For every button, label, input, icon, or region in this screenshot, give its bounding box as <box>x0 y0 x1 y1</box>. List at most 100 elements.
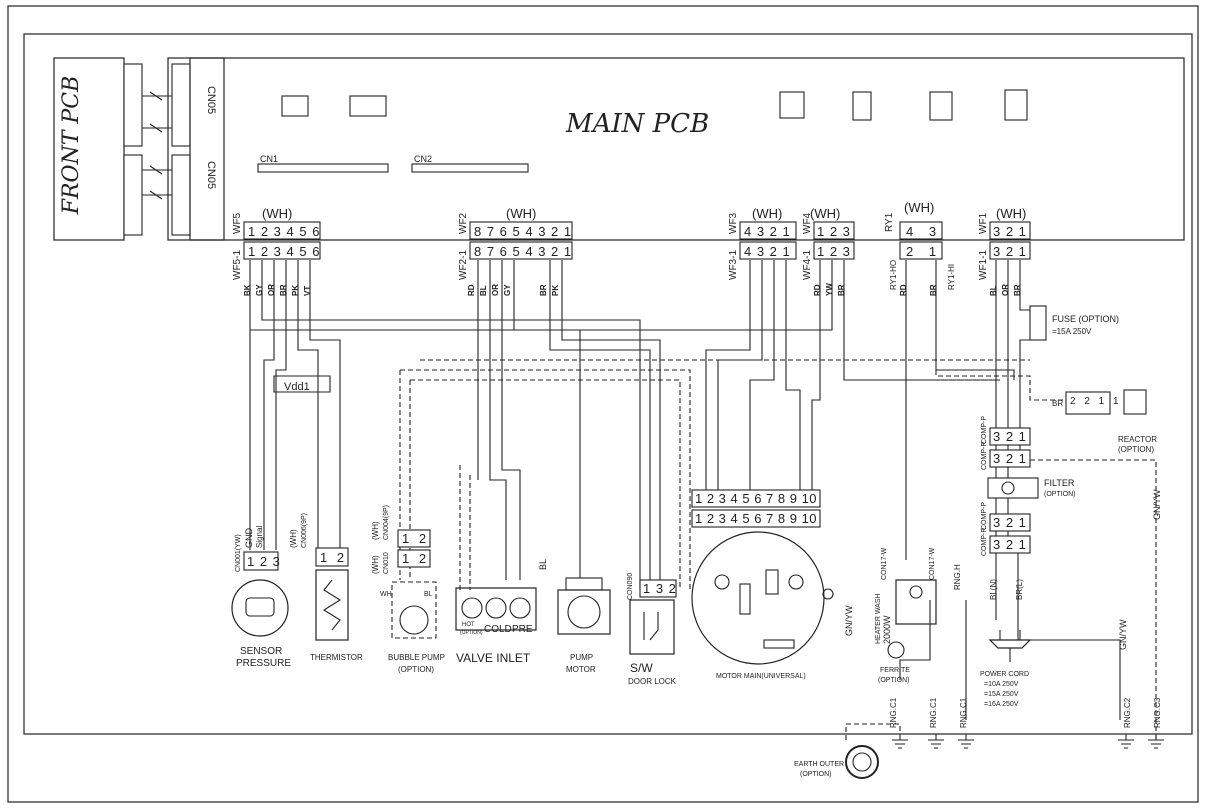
valve-cold-icon <box>485 597 507 619</box>
connector-wf3: (WH) WF3 WF3-1 4 3 2 1 4 3 2 1 <box>728 206 797 280</box>
filter-box <box>987 477 1039 499</box>
filter-option: (OPTION) <box>1044 491 1076 498</box>
pcb-connector-d <box>852 91 872 121</box>
ferrite-option: (OPTION) <box>878 677 910 684</box>
outer-frame <box>7 5 1199 803</box>
heater-conn-r: CON17-W <box>929 547 936 580</box>
valve-inlet: HOT (OPTION) COLD PRE BL VALVE INLET <box>455 559 548 665</box>
front-pcb-pins <box>123 63 143 236</box>
svg-text:3 2 1: 3 2 1 <box>993 429 1027 444</box>
ry1-ho-label: RY1-HO <box>889 260 898 290</box>
filter-label: FILTER <box>1044 478 1075 488</box>
ry1-pins-top: 4 3 <box>906 224 942 239</box>
ry1-color: (WH) <box>904 200 934 215</box>
svg-text:RNG.C1: RNG.C1 <box>889 697 898 728</box>
main-pcb: CN05 CN05 MAIN PCB CN1 CN2 <box>167 57 1185 241</box>
fuse-rating: =15A 250V <box>1052 327 1092 336</box>
earth-outer-icon <box>845 745 879 779</box>
wf3-pins-bottom: 4 3 2 1 <box>744 244 791 259</box>
pcb-connector-e <box>929 91 953 121</box>
wf3-color: (WH) <box>752 206 782 221</box>
sensor-signal: Signal <box>255 526 264 548</box>
svg-text:BL: BL <box>479 285 488 296</box>
ribbon-cables <box>142 91 172 200</box>
wf4-name: WF4 <box>802 212 813 234</box>
thermistor-label: THERMISTOR <box>310 653 363 662</box>
heater-wash: CON17-W CON17-W HEATER WASH 2000W RNG.H <box>875 547 962 644</box>
main-pcb-label: MAIN PCB <box>565 109 709 139</box>
ground-labels: RNG.C1 RNG.C1 RNG.C1 RNG.C2 RNG.C3 <box>889 697 1164 749</box>
pcb-connector-f <box>1004 89 1028 121</box>
valve-hot-icon <box>461 597 483 619</box>
svg-text:OR: OR <box>1001 284 1010 296</box>
comp-connectors: 3 2 1 COMP-P 3 2 1 COMP-R FILTER (OPTION… <box>981 416 1076 556</box>
svg-text:3 2 1: 3 2 1 <box>993 515 1027 530</box>
wf3-name: WF3 <box>728 212 739 234</box>
door-lock-switch-icon <box>643 612 659 641</box>
pump-motor: PUMP MOTOR <box>557 577 611 674</box>
pcb-connector-b <box>349 95 387 117</box>
wiring <box>249 260 1157 740</box>
svg-text:RNG.C1: RNG.C1 <box>959 697 968 728</box>
svg-text:COMP-P: COMP-P <box>981 502 988 530</box>
earth-option: (OPTION) <box>800 771 832 778</box>
wf5-mate: WF5-1 <box>232 250 243 280</box>
cn1-label: CN1 <box>260 154 278 164</box>
cn05-top-label: CN05 <box>205 86 217 114</box>
bubble-bl: BL <box>424 591 433 598</box>
door-lock-label-2: DOOR LOCK <box>628 677 677 686</box>
ry1-pins-bottom: 2 1 <box>906 244 942 259</box>
connector-wf1: (WH) WF1 WF1-1 3 2 1 3 2 1 <box>978 206 1031 280</box>
bubble-wh: WH <box>380 591 392 598</box>
door-lock-pins: 1 3 2 <box>643 581 677 596</box>
wf5-name: WF5 <box>232 212 243 234</box>
power-brl: BR(L) <box>1015 579 1024 600</box>
valve-bl: BL <box>538 559 548 570</box>
sensor-pressure: 1 2 3 CN001(YW) GND Signal Vdd1 SENSOR P… <box>231 381 310 669</box>
bubble-pump: 1 2 1 2 (WH) CN004(9P) (WH) CN010 WH BL … <box>371 505 445 674</box>
sensor-label-1: SENSOR <box>240 646 282 657</box>
wf2-mate: WF2-1 <box>458 250 469 280</box>
wf5-pins-bottom: 1 2 3 4 5 6 <box>248 244 320 259</box>
svg-text:=16A 250V: =16A 250V <box>984 701 1019 708</box>
sensor-vdd: Vdd1 <box>284 381 310 393</box>
wf2-pins-bottom: 8 7 6 5 4 3 2 1 <box>474 244 572 259</box>
pressure-sensor-icon <box>231 579 289 637</box>
wf1-pins-bottom: 3 2 1 <box>993 244 1027 259</box>
bubble-option: (OPTION) <box>398 665 434 674</box>
svg-text:GY: GY <box>503 284 512 296</box>
svg-text:GY: GY <box>255 284 264 296</box>
wf3-pins-top: 4 3 2 1 <box>744 224 791 239</box>
wf1-name: WF1 <box>978 212 989 234</box>
bubble-pins-top: 1 2 <box>402 531 429 546</box>
filter-icon <box>1001 481 1015 495</box>
door-lock-label-1: S/W <box>630 661 653 675</box>
fuse-option: FUSE (OPTION) =15A 250V <box>1029 305 1119 341</box>
svg-text:3 2 1: 3 2 1 <box>993 537 1027 552</box>
wf4-mate: WF4-1 <box>802 250 813 280</box>
svg-text:RNG.C2: RNG.C2 <box>1123 697 1132 728</box>
inner-frame <box>23 33 1193 735</box>
wf1-mate: WF1-1 <box>978 250 989 280</box>
gnyw-right: GN/YW <box>1118 619 1128 650</box>
sensor-pins: 1 2 3 <box>247 554 281 569</box>
sensor-conn: CN001(YW) <box>235 534 242 572</box>
reactor-br: BR <box>1052 399 1063 408</box>
front-pcb: FRONT PCB <box>53 57 143 241</box>
reactor-option: 2 2 1 1 BR REACTOR (OPTION) <box>1052 389 1157 454</box>
svg-text:RD: RD <box>813 284 822 296</box>
pcb-connector-a <box>281 95 309 117</box>
valve-hot-label: HOT <box>462 622 475 628</box>
front-pcb-label: FRONT PCB <box>59 76 84 216</box>
earth-outer: EARTH OUTER (OPTION) <box>794 723 901 779</box>
svg-text:COMP-P: COMP-P <box>981 416 988 444</box>
cn2-label: CN2 <box>414 154 432 164</box>
valve-cold-label: COLD <box>484 624 512 635</box>
svg-text:YW: YW <box>825 283 834 296</box>
bubble-conn-b: CN010 <box>383 552 390 574</box>
wf4-pins-top: 1 2 3 <box>817 224 851 239</box>
svg-text:3 2 1: 3 2 1 <box>993 451 1027 466</box>
bubble-pins-bottom: 1 2 <box>402 551 429 566</box>
